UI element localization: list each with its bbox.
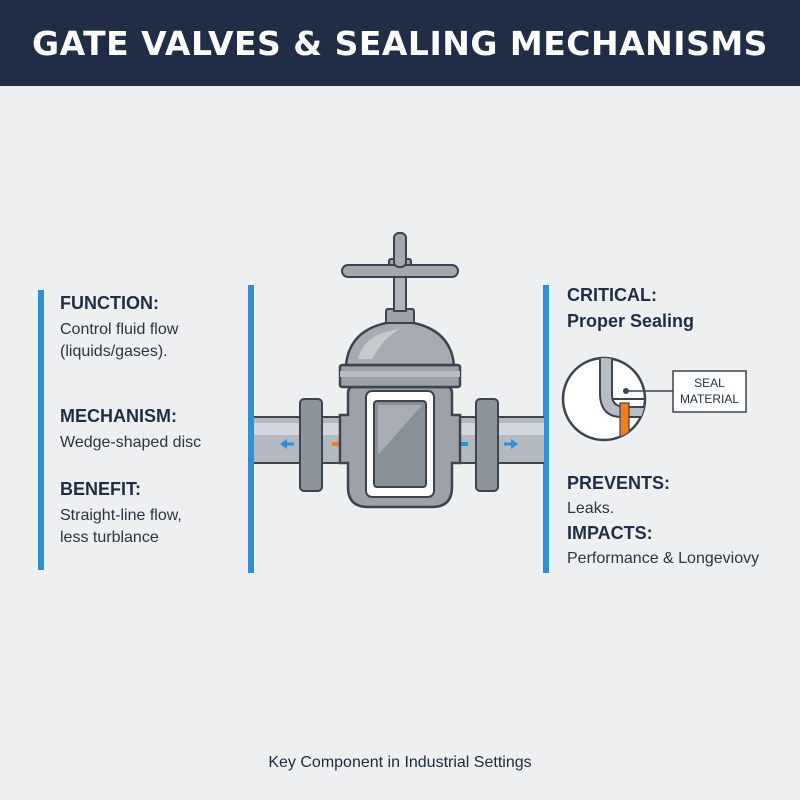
center-right-accent-bar — [543, 285, 549, 573]
right-info-column: CRITICAL: Proper Sealing — [567, 284, 792, 332]
function-label: FUNCTION: — [60, 293, 159, 313]
impacts-label: IMPACTS: — [567, 523, 653, 543]
benefit-line-1: Straight-line flow, — [60, 507, 182, 524]
center-left-accent-bar — [248, 285, 254, 573]
function-block: FUNCTION: Control fluid flow (liquids/ga… — [60, 292, 240, 363]
right-flange — [475, 398, 499, 492]
critical-line: Proper Sealing — [567, 311, 695, 331]
footer-caption: Key Component in Industrial Settings — [268, 754, 532, 771]
bonnet-flange-strip — [340, 371, 460, 377]
left-flange — [299, 398, 323, 492]
mechanism-label: MECHANISM: — [60, 406, 177, 426]
right-info-lower: PREVENTS: Leaks. IMPACTS: Performance & … — [567, 472, 792, 570]
seal-label-line-1: SEAL — [694, 376, 725, 390]
header-bar: GATE VALVES & SEALING MECHANISMS — [0, 0, 800, 86]
impacts-line: Performance & Longeviovy — [567, 550, 760, 567]
benefit-line-2: less turblance — [60, 529, 159, 546]
flow-arrow-left-icon — [280, 439, 294, 449]
seal-label-line-2: MATERIAL — [680, 392, 739, 406]
left-info-column: FUNCTION: Control fluid flow (liquids/ga… — [60, 292, 240, 549]
critical-label: CRITICAL: — [567, 285, 657, 305]
flow-arrow-right-icon — [504, 439, 518, 449]
benefit-block: BENEFIT: Straight-line flow, less turbla… — [60, 478, 240, 549]
seal-detail-diagram: SEAL MATERIAL — [561, 356, 747, 442]
left-accent-bar — [38, 290, 44, 570]
mechanism-block: MECHANISM: Wedge-shaped disc — [60, 405, 240, 454]
seal-pointer-dot — [623, 388, 629, 394]
handwheel-icon — [341, 232, 459, 278]
seal-label-box — [672, 370, 747, 413]
seal-material-strip — [619, 402, 630, 440]
function-line-2: (liquids/gases). — [60, 343, 168, 360]
prevents-line: Leaks. — [567, 500, 615, 517]
prevents-label: PREVENTS: — [567, 473, 671, 493]
bonnet-dome-shine — [358, 329, 400, 359]
gate-valve-diagram — [254, 232, 544, 509]
mechanism-line-1: Wedge-shaped disc — [60, 434, 202, 451]
page-title: GATE VALVES & SEALING MECHANISMS — [32, 23, 768, 63]
gate-wedge-shine — [378, 405, 422, 455]
function-line-1: Control fluid flow — [60, 321, 179, 338]
benefit-label: BENEFIT: — [60, 479, 141, 499]
